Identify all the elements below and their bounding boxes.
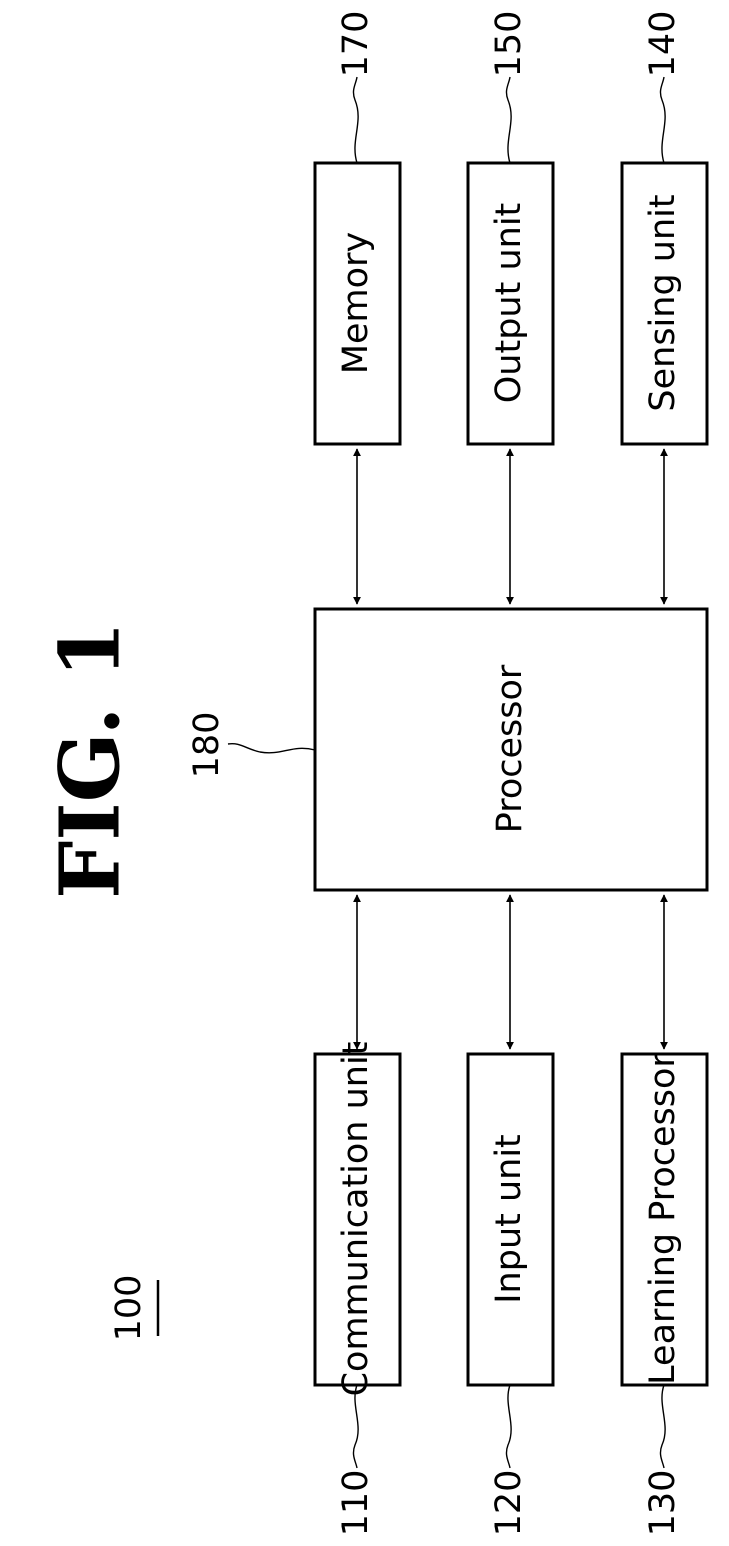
output-unit-label: Output unit — [489, 203, 529, 404]
output-ref-number: 150 — [489, 11, 529, 78]
memory-label: Memory — [336, 232, 376, 374]
processor-ref-leader — [228, 744, 315, 753]
input-unit-label: Input unit — [489, 1134, 529, 1304]
figure-title: FIG. 1 — [42, 621, 138, 899]
input-ref-number: 120 — [489, 1470, 529, 1537]
learning-ref-number: 130 — [643, 1470, 683, 1537]
sensing-ref-number: 140 — [643, 11, 683, 78]
communication-ref-number: 110 — [336, 1470, 376, 1537]
communication-unit-label: Communication unit — [336, 1042, 376, 1397]
device-reference: 100 — [109, 1275, 158, 1342]
svg-text:100: 100 — [109, 1275, 149, 1342]
communication-ref-leader — [353, 1385, 358, 1468]
processor-label: Processor — [490, 664, 530, 833]
sensing-unit-label: Sensing unit — [643, 194, 683, 411]
memory-ref-number: 170 — [336, 11, 376, 78]
processor-ref-number: 180 — [187, 712, 227, 779]
memory-ref-leader — [353, 77, 358, 163]
output-ref-leader — [506, 77, 511, 163]
learning-processor-label: Learning Processor — [643, 1053, 683, 1385]
learning-ref-leader — [660, 1385, 665, 1468]
input-ref-leader — [506, 1385, 511, 1468]
sensing-ref-leader — [660, 77, 665, 163]
